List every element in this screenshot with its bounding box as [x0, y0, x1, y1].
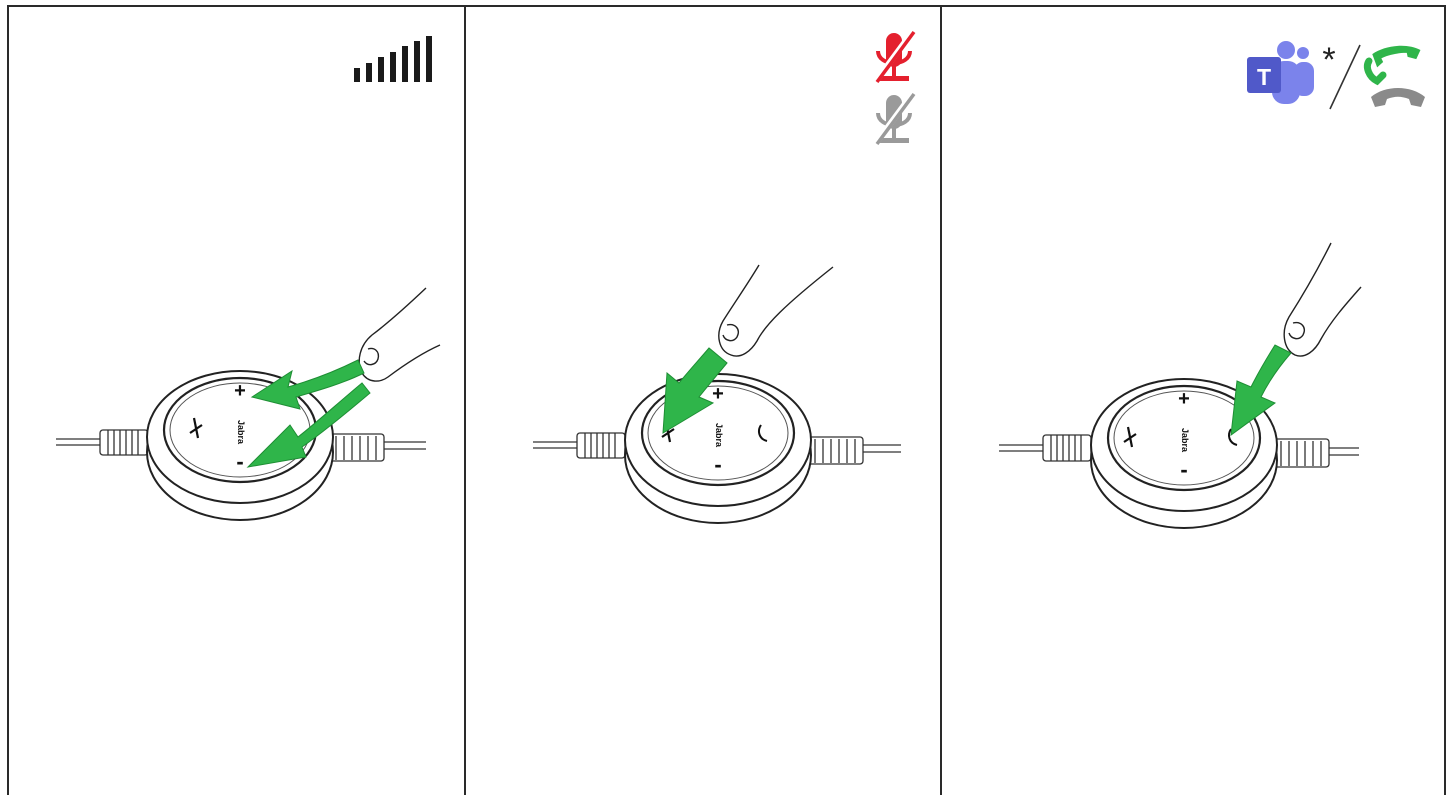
separator-slash [1329, 44, 1361, 110]
cable-right [325, 433, 426, 462]
mute-button-icon [1123, 426, 1137, 448]
cable-left [999, 434, 1092, 462]
call-button-icon [758, 424, 768, 442]
volume-down-symbol: - [236, 449, 243, 474]
microsoft-teams-icon: T [1247, 41, 1314, 104]
mute-button-icon [189, 417, 203, 439]
mic-muted-grey-icon [873, 91, 916, 146]
volume-level-bars-icon [354, 36, 432, 82]
panel-divider-2 [940, 5, 942, 795]
panel-call: T * [941, 5, 1444, 795]
inline-controller: + - Jabra [533, 373, 901, 524]
volume-up-symbol: + [234, 380, 246, 402]
panel-divider-1 [464, 5, 466, 795]
cable-right [804, 436, 901, 465]
cable-right [1270, 438, 1359, 468]
finger-press-and-slide-icon [358, 287, 441, 382]
panel-mute: + - Jabra [465, 5, 941, 795]
brand-label: Jabra [714, 423, 724, 448]
cable-left [56, 429, 149, 456]
volume-up-symbol: + [1178, 388, 1190, 410]
answer-call-icon [1363, 45, 1421, 86]
press-arrow [1230, 344, 1292, 437]
panel-call-art: T * [999, 41, 1425, 529]
top-border [7, 5, 1446, 7]
inline-controller: + - Jabra [56, 370, 426, 521]
finger-press-icon [718, 264, 834, 357]
right-border [1444, 5, 1446, 795]
call-button-icon [1228, 428, 1238, 446]
slide-arrows [246, 359, 371, 468]
volume-up-symbol: + [712, 383, 724, 405]
teams-letter: T [1257, 64, 1271, 90]
cable-left [533, 432, 626, 459]
left-border [7, 5, 9, 795]
volume-down-symbol: - [1180, 457, 1187, 482]
press-arrow [662, 347, 728, 434]
panel-volume-art: + - Jabra [56, 36, 441, 521]
brand-label: Jabra [1180, 428, 1190, 453]
end-call-icon [1371, 88, 1425, 107]
inline-controller: + - Jabra [999, 378, 1359, 529]
footnote-asterisk: * [1322, 41, 1335, 79]
volume-down-symbol: - [714, 452, 721, 477]
mic-muted-red-icon [873, 29, 916, 84]
finger-press-icon [1283, 242, 1362, 357]
brand-label: Jabra [236, 420, 246, 445]
panel-volume: + - Jabra [8, 5, 465, 795]
panel-mute-art: + - Jabra [533, 29, 916, 524]
